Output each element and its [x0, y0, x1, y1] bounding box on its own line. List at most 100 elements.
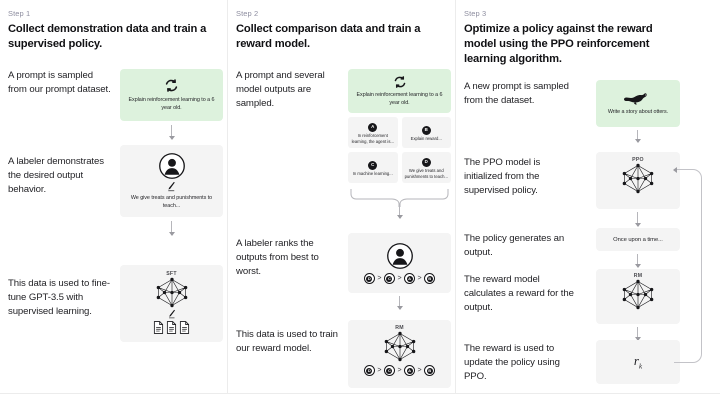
step-3-title: Optimize a policy against the reward mod… [464, 23, 653, 65]
rank-letter: D [366, 275, 373, 282]
rank-letter: C [386, 367, 393, 374]
otter-icon [623, 91, 653, 105]
step-1-label: Step 1 [8, 9, 31, 18]
output-cell-c: C In machine learning... [348, 152, 398, 183]
sft-tag: SFT [166, 271, 177, 277]
step-1-prompt-text: Explain reinforcement learning to a 6 ye… [128, 97, 215, 111]
rank-separator: > [377, 367, 382, 374]
step-2-prompt-box: Explain reinforcement learning to a 6 ye… [348, 69, 451, 113]
step-1-caption-3: This data is used to fine-tune GPT-3.5 w… [8, 278, 110, 317]
step-1-sft-box: SFT [120, 265, 223, 342]
step-1-labeler-box: We give treats and punishments to teach.… [120, 145, 223, 217]
rank-letter: B [426, 367, 433, 374]
rank-item: A [404, 273, 416, 284]
output-text: In reinforcement learning, the agent is.… [351, 133, 394, 144]
arrow-down [396, 296, 403, 310]
refresh-circle-icon [393, 75, 407, 89]
step-2-prompt-text: Explain reinforcement learning to a 6 ye… [356, 92, 443, 106]
step-3-caption-4: The reward model calculates a reward for… [464, 274, 574, 313]
step-3-caption-2: The PPO model is initialized from the su… [464, 157, 541, 196]
person-circle-icon [386, 242, 414, 270]
refresh-circle-icon [164, 78, 179, 93]
step-3-output-box: Once upon a time... [596, 228, 680, 251]
neural-network-icon [618, 163, 658, 194]
step-2-column: Step 2 Collect comparison data and train… [228, 0, 455, 407]
step-1-column: Step 1 Collect demonstration data and tr… [0, 0, 227, 407]
output-badge: A [368, 122, 378, 132]
output-cell-b: B Explain reward... [401, 117, 451, 148]
arrow-down [168, 221, 175, 236]
arrow-down [634, 254, 641, 268]
rank-item: D [363, 365, 375, 376]
output-text: Explain reward... [410, 136, 442, 142]
arrow-down [396, 207, 403, 219]
arrow-down [634, 327, 641, 341]
output-badge: D [421, 157, 431, 167]
step-3-prompt-text: Write a story about otters. [607, 108, 669, 115]
step-2-caption-3: This data is used to train our reward mo… [236, 329, 338, 354]
rank-separator: > [417, 275, 422, 282]
ranking-row: D > C > A > B [363, 365, 436, 376]
rank-letter: A [406, 275, 413, 282]
arrow-down [634, 212, 641, 227]
neural-network-icon [152, 277, 192, 308]
output-badge: C [368, 160, 378, 170]
step-3-prompt-box: Write a story about otters. [596, 80, 680, 127]
arrow-down [168, 125, 175, 140]
feedback-loop-arrow [673, 166, 702, 363]
neural-network-icon [618, 279, 658, 310]
merge-brace [348, 188, 451, 210]
step-1-prompt-box: Explain reinforcement learning to a 6 ye… [120, 69, 223, 121]
pencil-icon [167, 309, 177, 319]
reward-subscript: k [638, 362, 643, 371]
output-text: We give treats and punishments to teach.… [404, 168, 448, 179]
rank-letter: A [406, 367, 413, 374]
step-1-labeler-text: We give treats and punishments to teach.… [130, 195, 213, 209]
output-cell-d: D We give treats and punishments to teac… [401, 152, 451, 183]
step-2-outputs-grid: A In reinforcement learning, the agent i… [348, 117, 451, 183]
step-3-reward-box: rk [596, 340, 680, 384]
step-2-title: Collect comparison data and train a rewa… [236, 23, 421, 50]
output-badge: B [421, 125, 431, 135]
step-3-caption-1: A new prompt is sampled from the dataset… [464, 81, 569, 106]
generated-output-text: Once upon a time... [613, 236, 663, 243]
neural-network-icon [380, 331, 420, 362]
rank-item: B [424, 273, 436, 284]
rank-item: B [424, 365, 436, 376]
step-2-caption-2: A labeler ranks the outputs from best to… [236, 238, 319, 277]
person-circle-icon [158, 152, 186, 180]
step-1-caption-1: A prompt is sampled from our prompt data… [8, 70, 111, 95]
rm-tag: RM [395, 325, 404, 331]
arrow-down [634, 130, 641, 143]
rank-item: C [383, 273, 395, 284]
reward-symbol: rk [634, 353, 642, 371]
step-2-caption-1: A prompt and several model outputs are s… [236, 70, 325, 109]
step-1-caption-2: A labeler demonstrates the desired outpu… [8, 156, 104, 195]
rank-letter: C [386, 275, 393, 282]
rank-separator: > [417, 367, 422, 374]
rank-separator: > [397, 367, 402, 374]
step-2-rm-box: RM [348, 320, 451, 388]
rank-separator: > [397, 275, 402, 282]
rank-item: C [383, 365, 395, 376]
documents-icon [153, 321, 190, 334]
reward-letter: r [633, 353, 639, 369]
bottom-divider [0, 393, 720, 394]
rank-item: A [404, 365, 416, 376]
step-3-ppo-box: PPO [596, 152, 680, 209]
ppo-tag: PPO [632, 157, 644, 163]
output-cell-a: A In reinforcement learning, the agent i… [348, 117, 398, 148]
step-3-caption-5: The reward is used to update the policy … [464, 343, 560, 382]
rank-letter: B [426, 275, 433, 282]
step-3-column: Step 3 Optimize a policy against the rew… [456, 0, 720, 407]
step-2-label: Step 2 [236, 9, 259, 18]
step-1-title: Collect demonstration data and train a s… [8, 23, 207, 50]
column-divider-2 [455, 0, 456, 393]
rank-item: D [363, 273, 375, 284]
output-text: In machine learning... [352, 171, 393, 177]
rank-separator: > [377, 275, 382, 282]
rank-letter: D [366, 367, 373, 374]
step-3-rm-box: RM [596, 269, 680, 324]
rm-tag: RM [633, 273, 643, 279]
